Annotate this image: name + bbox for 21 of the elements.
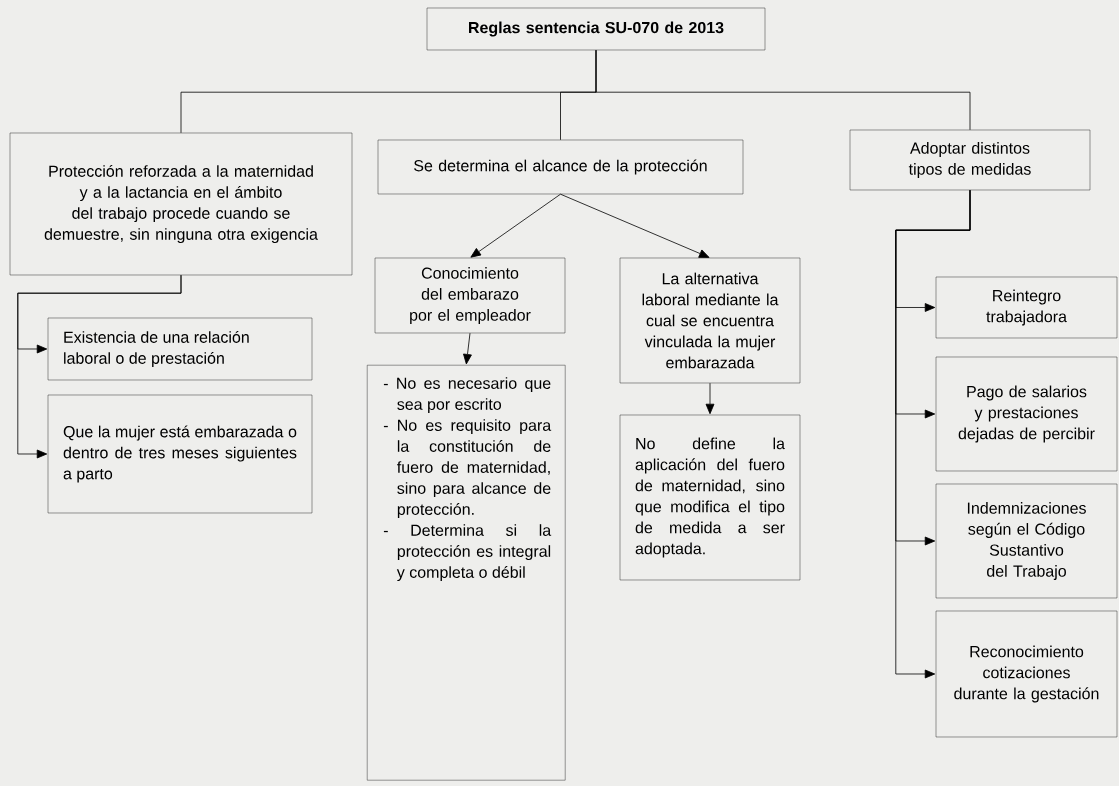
connector-line	[595, 49, 971, 131]
process-box: Conocimiento del embarazo por el empleador	[374, 257, 566, 334]
arrow	[560, 193, 710, 258]
process-box: La alternativa laboral mediante la cual se encuentra vinculada la mujer embarazada	[619, 257, 801, 384]
arrow	[895, 189, 971, 679]
process-box: Se determina el alcance de la protección	[377, 139, 744, 195]
process-box: Protección reforzada a la maternidad y a la lactancia en el ámbito del trabajo procede cuando se demuestre, sin ninguna otra exigencia	[9, 132, 353, 276]
arrow	[470, 193, 561, 258]
arrow	[705, 382, 715, 415]
title-box: Reglas sentencia SU-070 de 2013	[426, 7, 766, 51]
process-box: Reconocimiento cotizaciones durante la gestación	[935, 610, 1118, 738]
process-box: Adoptar distintos tipos de medidas	[849, 129, 1091, 191]
process-box: Pago de salarios y prestaciones dejadas de percibir	[935, 356, 1118, 472]
arrow	[463, 332, 472, 365]
process-box: Reintegro trabajadora	[935, 276, 1118, 339]
process-box: Indemnizaciones según el Código Sustantivo del Trabajo	[935, 483, 1118, 599]
process-box: Existencia de una relación laboral o de prestación	[47, 317, 313, 381]
process-box: Que la mujer está embarazada o dentro de tres meses siguientes a parto	[47, 394, 313, 514]
arrow	[17, 274, 182, 459]
process-box: No define la aplicación del fuero de maternidad, sino que modifica el tipo de medida a ser adoptada.	[619, 414, 801, 581]
list-box: - No es necesario que sea por escrito - No es requisito para la constitución de fuero de maternidad, sino para alcance de protección. - Determina si la protección es integral y completa o débil	[367, 365, 566, 781]
